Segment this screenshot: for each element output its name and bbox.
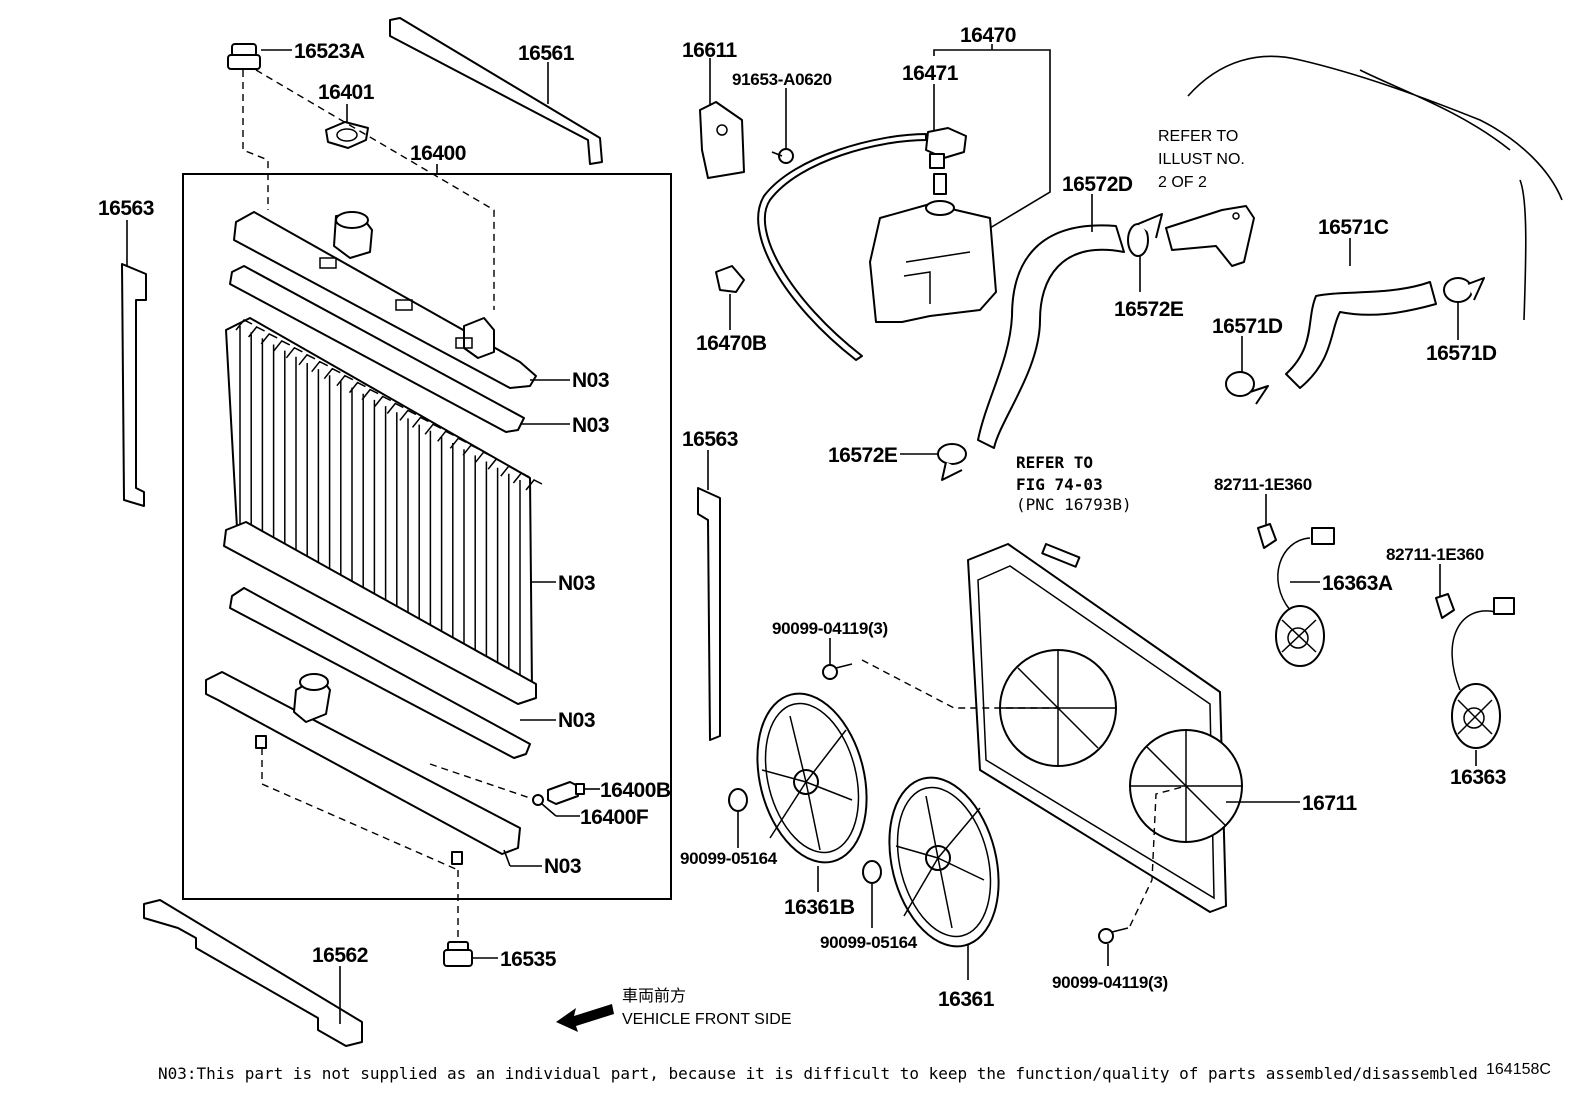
label-16571d-right: 16571D xyxy=(1426,342,1497,365)
hose-16571c xyxy=(1285,238,1437,389)
label-16471: 16471 xyxy=(902,62,959,85)
label-16535: 16535 xyxy=(500,948,557,971)
upper-support-16561 xyxy=(389,17,603,165)
label-16363: 16363 xyxy=(1450,766,1506,789)
upper-tank xyxy=(233,211,537,389)
label-16523a: 16523A xyxy=(294,40,365,63)
label-90099-04119-top: 90099-04119(3) xyxy=(772,619,888,638)
label-n03-1: N03 xyxy=(572,369,609,392)
clip-16470b xyxy=(715,265,745,330)
label-16563-left: 16563 xyxy=(98,197,154,220)
clamp-16571d-right xyxy=(1443,277,1485,340)
water-inlet xyxy=(1165,205,1255,267)
clamp-16572e-bottom xyxy=(900,443,967,481)
refer-illust-line3: 2 OF 2 xyxy=(1158,174,1207,191)
label-16361b: 16361B xyxy=(784,896,855,919)
label-16400: 16400 xyxy=(410,142,466,165)
clip-82711-a xyxy=(1257,494,1277,549)
label-82711-b: 82711-1E360 xyxy=(1386,545,1484,564)
label-82711-a: 82711-1E360 xyxy=(1214,475,1312,494)
fan-shroud-16711 xyxy=(967,542,1300,913)
bolt-90099-04119-bottom xyxy=(1098,785,1187,966)
label-90099-05164-left: 90099-05164 xyxy=(680,849,778,868)
label-n03-3: N03 xyxy=(558,572,595,595)
upper-gasket xyxy=(229,265,525,433)
lower-tank xyxy=(205,671,521,865)
radiator-core xyxy=(223,317,543,705)
label-n03-4: N03 xyxy=(558,709,595,732)
refer-fig-line2: FIG 74-03 xyxy=(1016,475,1103,494)
clip-82711-b xyxy=(1435,564,1455,619)
label-16400f: 16400F xyxy=(580,806,649,829)
refer-illust-line1: REFER TO xyxy=(1158,128,1238,145)
radiator-assembly-frame xyxy=(182,173,672,900)
label-90099-04119-bottom: 90099-04119(3) xyxy=(1052,973,1168,992)
vehicle-front-arrow xyxy=(556,1004,614,1032)
label-90099-05164-mid: 90099-05164 xyxy=(820,933,918,952)
label-n03-5: N03 xyxy=(544,855,581,878)
label-16572e-bottom: 16572E xyxy=(828,444,898,467)
fan-16361b xyxy=(756,692,868,892)
label-16711: 16711 xyxy=(1302,792,1358,815)
reserve-tank-16470 xyxy=(869,200,997,323)
refer-illust-line2: ILLUST NO. xyxy=(1158,151,1245,168)
label-16401: 16401 xyxy=(318,81,375,104)
engine-outline xyxy=(1187,55,1563,321)
nut-90099-05164-mid xyxy=(862,860,882,928)
clamp-16571d-left xyxy=(1225,336,1269,405)
clamp-16572e-top xyxy=(1127,213,1163,292)
mount-cushion-16535 xyxy=(443,941,498,967)
label-16470b: 16470B xyxy=(696,332,767,355)
label-16611: 16611 xyxy=(682,39,738,62)
nut-90099-05164-left xyxy=(728,788,748,848)
direction-en: VEHICLE FRONT SIDE xyxy=(622,1011,792,1028)
label-n03-2: N03 xyxy=(572,414,609,437)
direction-jp: 車両前方 xyxy=(622,987,686,1005)
label-16571c: 16571C xyxy=(1318,216,1389,239)
bolt-90099-04119-top xyxy=(822,638,1058,709)
footnote-n03: N03:This part is not supplied as an indi… xyxy=(158,1064,1478,1083)
reservoir-cap-16471 xyxy=(757,127,967,361)
lower-gasket xyxy=(229,587,531,759)
figure-id: 164158C xyxy=(1486,1061,1551,1078)
motor-16363 xyxy=(1451,597,1515,766)
label-16572d: 16572D xyxy=(1062,173,1133,196)
label-16561: 16561 xyxy=(518,42,575,65)
side-seal-16563-left xyxy=(121,220,147,507)
gasket-16401 xyxy=(325,104,369,149)
motor-16363a xyxy=(1275,527,1335,667)
bracket-16611 xyxy=(699,58,745,179)
radiator-cap-16523a xyxy=(227,43,292,70)
refer-fig-line1: REFER TO xyxy=(1016,453,1093,472)
label-16400b: 16400B xyxy=(600,779,671,802)
label-16571d-left: 16571D xyxy=(1212,315,1283,338)
label-16363a: 16363A xyxy=(1322,572,1393,595)
label-16470: 16470 xyxy=(960,24,1016,47)
fan-16361 xyxy=(888,776,1000,980)
refer-fig-line3: (PNC 16793B) xyxy=(1016,495,1132,514)
label-16562: 16562 xyxy=(312,944,368,967)
lower-support-16562 xyxy=(143,899,363,1047)
side-seal-16563-mid xyxy=(697,450,721,741)
label-16572e-top: 16572E xyxy=(1114,298,1184,321)
label-16563-mid: 16563 xyxy=(682,428,738,451)
drain-cock xyxy=(429,763,585,806)
label-16361: 16361 xyxy=(938,988,995,1011)
label-91653: 91653-A0620 xyxy=(732,70,832,89)
hose-16572d xyxy=(977,194,1125,449)
bolt-91653 xyxy=(771,88,794,164)
